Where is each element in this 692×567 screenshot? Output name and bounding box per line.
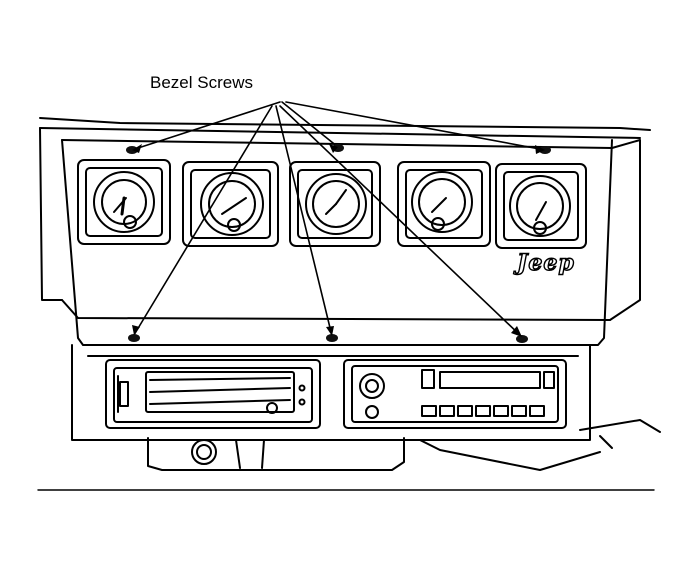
leader-lines <box>131 101 546 338</box>
dash-top-edge <box>39 117 651 131</box>
bezel-screws-label: Bezel Screws <box>150 73 253 92</box>
radio-unit <box>343 359 567 429</box>
screw-bottom-right <box>516 335 528 343</box>
gauge-3-clock <box>289 161 381 247</box>
gauge-1 <box>77 159 171 245</box>
bezel-top <box>61 139 613 149</box>
dash-right-side <box>609 139 641 321</box>
console-housing <box>71 344 591 441</box>
screw-bottom-center <box>326 334 338 342</box>
bezel-outline <box>61 139 613 346</box>
heater-control-panel <box>105 359 321 429</box>
dash-left-side <box>39 127 63 301</box>
under-dash-bracket <box>147 419 661 471</box>
jeep-logo: Jeep <box>516 249 575 276</box>
bezel-lower-edge <box>61 299 611 321</box>
gauge-4 <box>397 161 491 247</box>
screw-bottom-left <box>128 334 140 342</box>
gauge-5 <box>495 163 587 249</box>
dash-top-rail <box>39 127 641 139</box>
